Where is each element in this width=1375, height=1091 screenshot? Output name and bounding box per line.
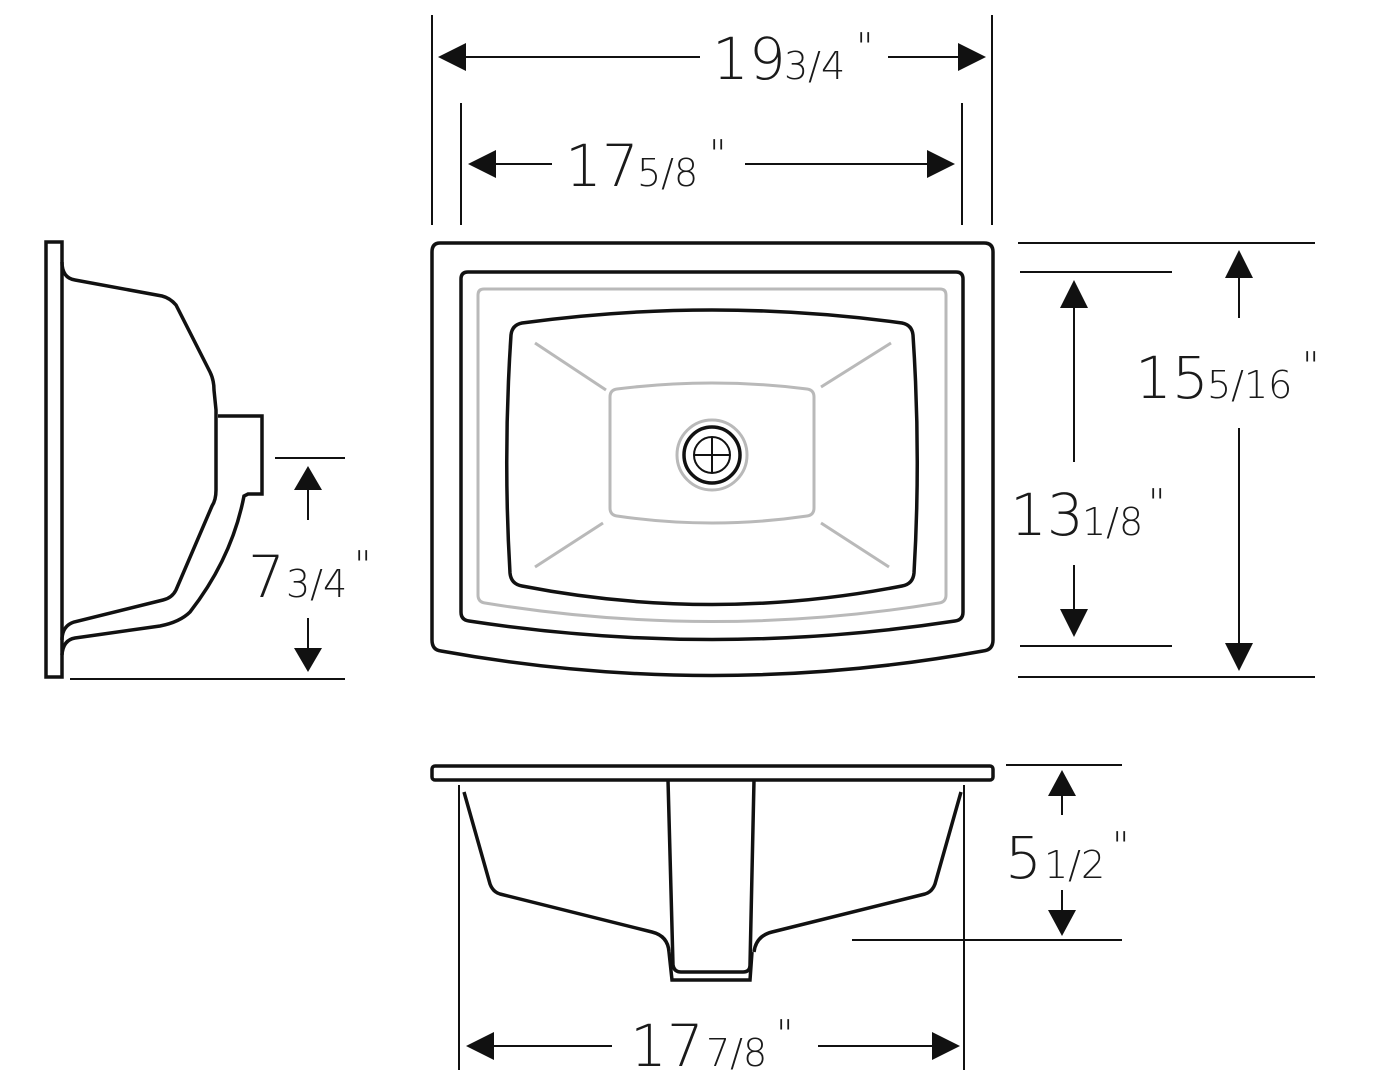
top-view-diagonal: [820, 341, 892, 389]
label-bowl-width-whole: 17: [565, 132, 639, 200]
label-bowl-height-unit: ": [1112, 824, 1129, 868]
label-overall-depth-fraction: 5/16: [1207, 363, 1292, 407]
label-bottom-width: 17 7/8 ": [630, 1012, 793, 1080]
label-bowl-depth: 13 1/8 ": [1010, 481, 1165, 549]
side-view-inner-profile: [60, 414, 264, 656]
top-view-diagonal: [534, 341, 607, 392]
label-overall-width-whole: 19: [712, 25, 786, 93]
top-view-diagonal: [820, 521, 890, 569]
side-view-outer-profile: [60, 261, 218, 641]
label-bowl-width-fraction: 5/8: [637, 151, 698, 195]
top-view-diagonal: [534, 521, 604, 569]
label-bottom-width-unit: ": [776, 1012, 793, 1056]
dim-side-depth-arrow: [294, 466, 322, 672]
side-view-flange: [44, 240, 64, 679]
label-overall-depth: 15 5/16 ": [1135, 344, 1319, 412]
dim-overall-width-arrow: [438, 43, 986, 71]
label-side-depth-unit: ": [354, 543, 371, 587]
label-bowl-height-whole: 5: [1005, 824, 1042, 892]
label-bowl-width: 17 5/8 ": [565, 132, 726, 200]
top-view: [430, 241, 995, 678]
label-overall-depth-unit: ": [1302, 344, 1319, 388]
top-view-inner-rim: [459, 270, 965, 642]
label-overall-depth-whole: 15: [1135, 344, 1209, 412]
label-side-depth-whole: 7: [248, 543, 285, 611]
dim-bowl-width-arrow: [468, 150, 955, 178]
label-bowl-width-unit: ": [709, 132, 726, 176]
label-bowl-height-fraction: 1/2: [1044, 843, 1105, 887]
top-view-basin-floor: [608, 381, 816, 525]
label-bowl-depth-unit: ": [1148, 481, 1165, 525]
front-view-bowl-left: [462, 791, 754, 982]
top-view-bowl: [504, 308, 920, 607]
label-bowl-depth-fraction: 1/8: [1082, 500, 1143, 544]
label-overall-width: 19 3/4 ": [712, 25, 873, 93]
top-view-outer-rim: [430, 241, 995, 678]
label-bottom-width-fraction: 7/8: [706, 1031, 767, 1075]
front-view-bowl-right: [752, 791, 963, 953]
dim-bowl-depth-arrow: [1060, 280, 1088, 637]
label-overall-width-unit: ": [856, 25, 873, 69]
front-view-drain-pipe: [666, 779, 756, 974]
extension-lines: [70, 15, 1315, 1070]
label-bottom-width-whole: 17: [630, 1012, 704, 1080]
label-side-depth-fraction: 3/4: [286, 562, 347, 606]
label-bowl-depth-whole: 13: [1010, 481, 1084, 549]
label-side-depth: 7 3/4 ": [248, 543, 371, 611]
front-view-rim: [430, 764, 995, 782]
side-view: [44, 240, 264, 679]
dim-overall-depth-arrow: [1225, 250, 1253, 671]
dim-bottom-width-arrow: [466, 1032, 960, 1060]
label-overall-width-fraction: 3/4: [784, 44, 845, 88]
dim-bowl-height-arrow: [1048, 770, 1076, 936]
label-bowl-height: 5 1/2 ": [1005, 824, 1129, 892]
drain-icon: [675, 418, 749, 492]
top-view-ledge: [476, 287, 948, 623]
front-view: [430, 764, 995, 982]
